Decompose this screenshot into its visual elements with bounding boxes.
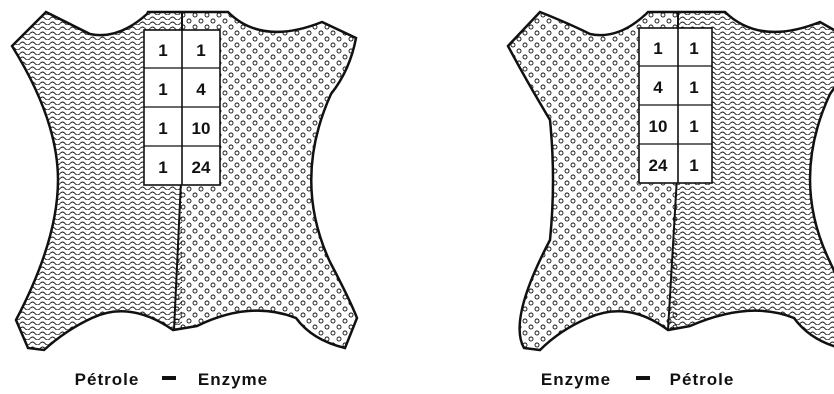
grid-cell: 1 — [689, 117, 698, 136]
grid-cell: 1 — [158, 158, 167, 177]
right-hide-caption: Enzyme Pétrole — [541, 370, 734, 389]
left-hide-grid: 1 1 1 4 1 10 1 24 — [144, 30, 220, 185]
grid-cell: 1 — [689, 156, 698, 175]
left-caption-second: Enzyme — [198, 370, 268, 389]
left-caption-first: Pétrole — [75, 370, 140, 389]
right-hide-grid: 1 1 4 1 10 1 24 1 — [639, 28, 712, 183]
grid-cell: 24 — [192, 158, 211, 177]
left-hide-caption: Pétrole Enzyme — [75, 370, 268, 389]
grid-cell: 1 — [653, 39, 662, 58]
grid-cell: 4 — [196, 80, 206, 99]
right-caption-second: Pétrole — [670, 370, 735, 389]
grid-cell: 1 — [158, 41, 167, 60]
right-caption-first: Enzyme — [541, 370, 611, 389]
right-hide: 1 1 4 1 10 1 24 1 Enzyme Pétrole — [480, 0, 834, 394]
caption-dash — [162, 376, 176, 380]
grid-cell: 1 — [158, 119, 167, 138]
grid-cell: 24 — [649, 156, 668, 175]
left-hide: 1 1 1 4 1 10 1 24 Pétrole Enzyme — [0, 0, 420, 394]
grid-cell: 10 — [649, 117, 668, 136]
grid-cell: 1 — [158, 80, 167, 99]
caption-dash — [636, 376, 650, 380]
grid-cell: 4 — [653, 78, 663, 97]
grid-cell: 10 — [192, 119, 211, 138]
grid-cell: 1 — [689, 39, 698, 58]
grid-cell: 1 — [196, 41, 205, 60]
grid-cell: 1 — [689, 78, 698, 97]
